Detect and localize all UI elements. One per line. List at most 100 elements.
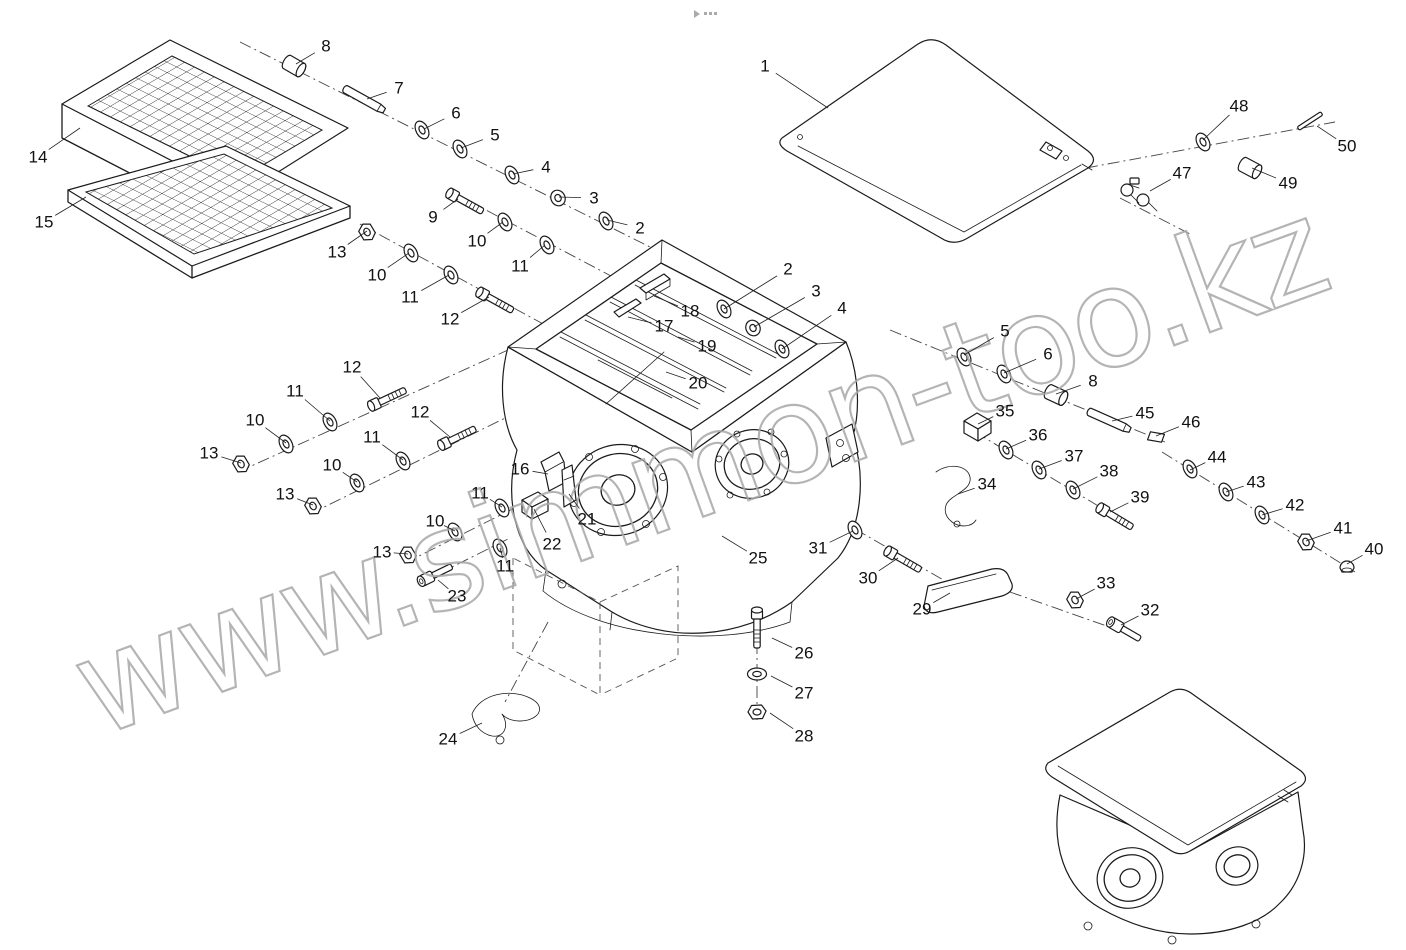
callout-leader-25: [721, 535, 748, 552]
callout-leader-47: [1149, 179, 1171, 192]
part-housing-25: [501, 341, 861, 637]
callout-leader-37: [1038, 460, 1062, 470]
callout-leader-12: [461, 296, 490, 313]
callout-leader-12: [429, 419, 451, 438]
callout-label-6: 6: [1043, 345, 1052, 364]
callout-label-3: 3: [589, 189, 598, 208]
callout-label-36: 36: [1029, 426, 1048, 445]
washer-glyph: [746, 667, 768, 681]
callout-leader-28: [769, 712, 794, 730]
socket-bolt-glyph: [1104, 614, 1144, 645]
plate-17: [613, 298, 642, 318]
block-22: [521, 491, 549, 520]
callout-leader-46: [1155, 426, 1180, 437]
callout-leader-23: [437, 579, 449, 590]
callout-label-1: 1: [760, 57, 769, 76]
nut-glyph: [301, 494, 325, 518]
fastener-glyphs: [229, 53, 1355, 745]
plate-21: [561, 464, 577, 508]
callout-leader-4: [781, 314, 832, 350]
washer-glyph: [440, 263, 462, 287]
callout-leader-27: [770, 675, 793, 688]
callout-leader-20: [665, 371, 686, 380]
callout-label-9: 9: [428, 208, 437, 227]
callout-leader-40: [1346, 554, 1363, 565]
bolt-glyph: [473, 285, 517, 317]
callout-leader-39: [1109, 502, 1129, 513]
nut-glyph: [229, 452, 253, 476]
callout-label-12: 12: [441, 310, 460, 329]
callout-leader-14: [48, 127, 81, 150]
callout-leader-6: [1003, 358, 1037, 374]
callout-leader-13: [393, 552, 409, 555]
callout-leader-7: [366, 91, 387, 100]
callout-label-10: 10: [323, 456, 342, 475]
callout-label-46: 46: [1182, 413, 1201, 432]
callout-leader-33: [1075, 588, 1095, 600]
callout-leader-18: [653, 295, 679, 307]
callout-leader-11: [489, 498, 503, 508]
part-grate-15: [67, 145, 351, 279]
callout-leader-41: [1305, 531, 1331, 542]
callout-leader-34: [957, 487, 975, 495]
callout-leader-43: [1225, 485, 1244, 493]
callout-leader-11: [529, 244, 546, 258]
washer-glyph: [536, 233, 558, 257]
callout-label-26: 26: [795, 644, 814, 663]
bolt-glyph: [443, 186, 487, 218]
callout-label-8: 8: [321, 37, 330, 56]
callout-leader-38: [1072, 476, 1098, 490]
bolt-glyph: [881, 544, 924, 576]
callout-leader-11: [499, 547, 504, 559]
bushing-glyph: [547, 187, 569, 209]
callout-label-31: 31: [809, 539, 828, 558]
part-grate-frame: [507, 239, 847, 453]
callout-label-42: 42: [1286, 496, 1305, 515]
nut-glyph: [747, 704, 767, 720]
callout-label-27: 27: [795, 684, 814, 703]
callout-label-13: 13: [373, 543, 392, 562]
pin-glyph: [341, 84, 387, 115]
callout-label-50: 50: [1338, 137, 1357, 156]
callout-leader-35: [977, 416, 994, 425]
clip-24: [471, 692, 540, 745]
callout-label-32: 32: [1141, 601, 1160, 620]
callout-label-43: 43: [1247, 473, 1266, 492]
side-bracket: [825, 423, 859, 468]
callout-label-13: 13: [200, 444, 219, 463]
callout-label-24: 24: [439, 730, 458, 749]
washer-glyph: [411, 118, 433, 142]
callout-leader-36: [1005, 439, 1027, 450]
callout-leader-8: [1055, 384, 1081, 395]
callout-label-30: 30: [859, 569, 878, 588]
sleeve-glyph: [279, 53, 309, 79]
callout-leader-4: [512, 169, 534, 175]
part-lid-1: [779, 39, 1095, 243]
callout-label-5: 5: [490, 126, 499, 145]
nut-glyph: [1063, 588, 1087, 612]
callout-leader-13: [347, 230, 368, 245]
callout-label-41: 41: [1334, 519, 1353, 538]
nut-glyph: [1294, 530, 1318, 554]
callout-label-21: 21: [578, 510, 597, 529]
callout-leader-42: [1261, 508, 1283, 516]
callout-label-11: 11: [471, 484, 489, 503]
callout-leader-10: [342, 471, 358, 483]
callout-label-5: 5: [1000, 322, 1009, 341]
callout-leader-50: [1316, 125, 1337, 140]
nut-glyph: [355, 220, 379, 244]
logo-mark: [694, 10, 717, 18]
grate-bar-20: [559, 314, 727, 410]
callout-leader-8: [295, 52, 316, 65]
pad-29: [923, 568, 1013, 614]
callout-label-18: 18: [681, 302, 700, 321]
callout-label-29: 29: [913, 600, 932, 619]
callout-leader-48: [1202, 114, 1230, 141]
washer-glyph: [319, 410, 341, 434]
callout-label-13: 13: [276, 485, 295, 504]
callout-leader-21: [568, 493, 580, 509]
callout-leader-1: [775, 72, 829, 109]
sleeve-glyph: [1235, 155, 1265, 181]
